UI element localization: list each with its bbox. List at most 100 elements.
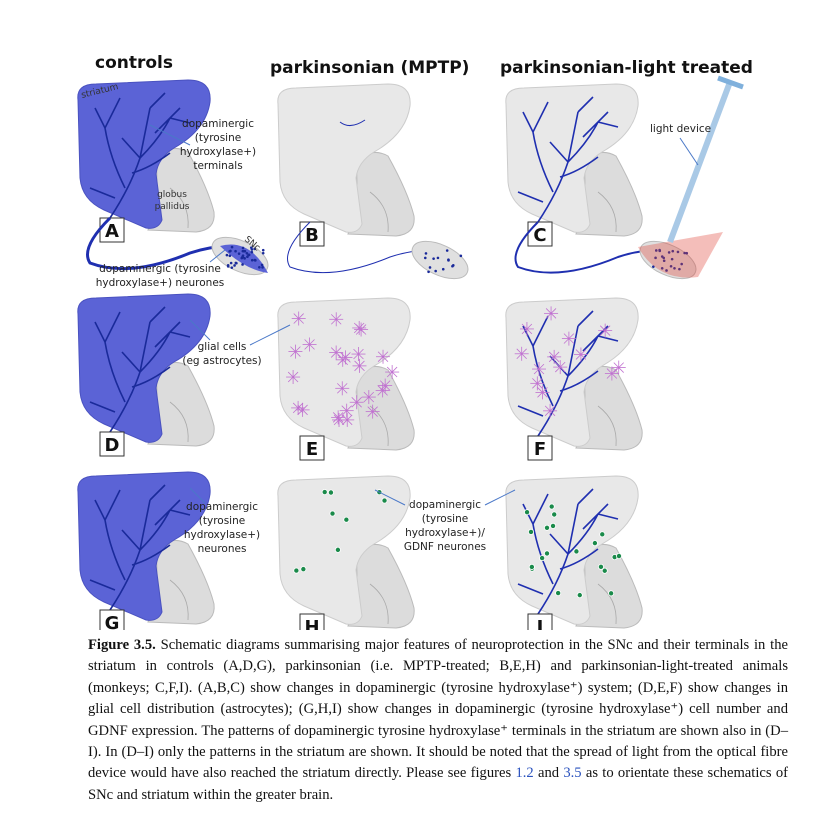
gdnf-neurone [321, 489, 328, 496]
figure-ref-3-5[interactable]: 3.5 [563, 765, 582, 782]
snc-neurone [424, 252, 428, 255]
snc-neurone [662, 259, 666, 263]
panel-letter-box [299, 221, 325, 247]
gdnf-neurone [528, 528, 535, 535]
gdnf-neurone [293, 567, 300, 574]
gdnf-neurone [543, 524, 550, 531]
snc-neurone [441, 267, 445, 271]
glial-cell [535, 385, 550, 400]
glial-cell [302, 337, 317, 352]
panel-letter-box [527, 435, 553, 461]
figure-diagram: controls parkinsonian (MPTP) parkinsonia… [77, 53, 753, 630]
snc-neurone [652, 265, 655, 268]
snc-shape [411, 240, 469, 280]
snc-neurone [678, 267, 681, 271]
gdnf-neurone [381, 497, 388, 504]
globus-outline [169, 401, 189, 443]
snc-neurone [434, 269, 437, 273]
snc-neurone [660, 266, 664, 270]
gdnf-neurone [601, 567, 608, 574]
snc-neurone [432, 257, 435, 260]
panel-i: I [505, 475, 643, 630]
light-spread [638, 232, 723, 278]
snc-neurone [669, 264, 673, 268]
snc-neurone [662, 256, 666, 260]
snc-neurone [654, 249, 658, 252]
panel-g: G [77, 471, 215, 630]
snc-neurone [229, 249, 232, 253]
gdnf-neurone [615, 553, 622, 560]
snc-neurone [250, 258, 254, 262]
gdnf-neurone [555, 590, 562, 597]
snc-neurone [667, 251, 671, 254]
snc-neurone [261, 248, 265, 252]
glial-cell [286, 370, 301, 385]
gdnf-neurone [599, 531, 606, 538]
glial-cell [349, 395, 364, 410]
glial-cell [385, 365, 400, 380]
gdnf-neurone [544, 550, 551, 557]
glial-cell [331, 410, 346, 425]
snc-neurone [229, 261, 233, 265]
snc-neurone [230, 266, 234, 269]
glial-cell [339, 403, 354, 418]
snc-neurone [246, 255, 249, 259]
panel-letter: E [306, 439, 318, 460]
figure-ref-1-2[interactable]: 1.2 [515, 765, 534, 782]
gdnf-neurone [334, 546, 341, 553]
gdnf-neurone [548, 503, 555, 510]
glial-cell [514, 346, 529, 361]
panel-a: A [77, 79, 269, 276]
panel-f: F [505, 297, 643, 461]
gdnf-neurone [524, 509, 531, 516]
panel-h: H [277, 475, 415, 630]
snc-neurone [234, 249, 237, 253]
snc-neurone [685, 251, 689, 255]
glial-cell [573, 347, 588, 362]
snc-neurone [228, 254, 232, 258]
snc-neurone [250, 248, 254, 251]
panel-letter: H [304, 617, 319, 630]
snc-neurone [241, 254, 245, 257]
glial-cell [365, 404, 380, 419]
glial-cell [295, 402, 310, 417]
glial-cell [547, 349, 562, 364]
snc-neurone [225, 253, 229, 257]
panel-e: E [277, 297, 415, 461]
panel-letter-box [299, 613, 325, 630]
globus-outline [169, 579, 189, 621]
gdnf-neurone [329, 510, 336, 517]
snc-neurone [261, 251, 265, 255]
snc-neurone [671, 249, 675, 253]
panel-letter: B [305, 225, 319, 246]
snc-neurone [243, 257, 246, 260]
snc-neurone [242, 249, 246, 253]
globus-outline [597, 191, 617, 233]
panel-letter: G [105, 613, 120, 630]
panel-letter: A [105, 221, 119, 242]
glial-cell [354, 322, 369, 337]
gdnf-neurone [597, 563, 604, 570]
glial-cell [375, 383, 390, 398]
globus-outline [369, 191, 389, 233]
light-device [667, 80, 733, 244]
gdnf-neurone [300, 566, 307, 573]
glial-cell [352, 358, 367, 373]
glial-cell [351, 347, 366, 362]
globus-outline [369, 405, 389, 447]
snc-neurone [250, 250, 254, 254]
panel-letter-box [527, 221, 553, 247]
glial-cell [561, 331, 576, 346]
snc-neurone [258, 266, 261, 269]
gdnf-neurone [550, 522, 557, 529]
glial-cell [543, 403, 558, 418]
glial-cell [553, 360, 568, 375]
snc-neurone [253, 247, 257, 251]
panel-letter: I [537, 617, 544, 630]
panel-b: B [277, 83, 469, 280]
header-mptp: parkinsonian (MPTP) [270, 58, 469, 78]
gdnf-neurone [343, 516, 350, 523]
